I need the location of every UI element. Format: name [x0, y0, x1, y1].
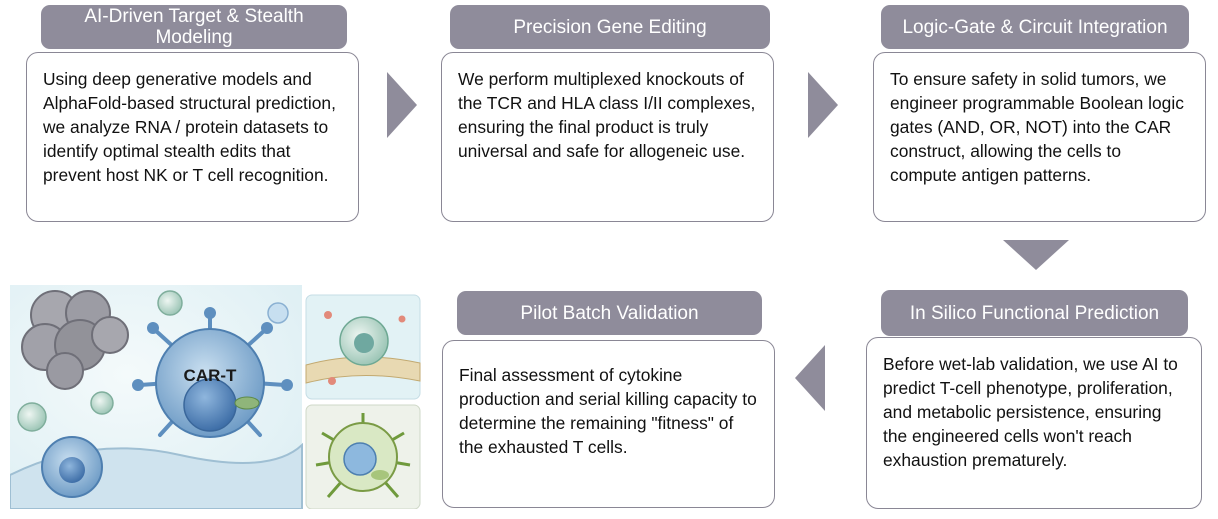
step-1-box: Using deep generative models and AlphaFo…: [26, 52, 359, 222]
arrow-right-icon: [387, 72, 417, 138]
small-cell-icon: [157, 290, 183, 316]
nucleus-icon: [183, 378, 237, 432]
step-3-title: Logic-Gate & Circuit Integration: [902, 16, 1168, 38]
small-cell-icon: [90, 391, 114, 415]
step-4-body: Before wet-lab validation, we use AI to …: [883, 354, 1178, 470]
small-cell-icon: [17, 402, 47, 432]
step-5-body: Final assessment of cytokine production …: [459, 365, 757, 457]
step-2-box: We perform multiplexed knockouts of the …: [441, 52, 774, 222]
step-3-body: To ensure safety in solid tumors, we eng…: [890, 69, 1184, 185]
virus-cell-panel: [305, 404, 421, 509]
car-t-spike-tips: [132, 307, 293, 391]
step-3-box: To ensure safety in solid tumors, we eng…: [873, 52, 1206, 222]
step-4-box: Before wet-lab validation, we use AI to …: [866, 337, 1202, 509]
step-2-header: Precision Gene Editing: [450, 5, 770, 49]
step-2-body: We perform multiplexed knockouts of the …: [458, 69, 756, 161]
small-cell-icon: [267, 302, 289, 324]
step-1-title: AI-Driven Target & Stealth Modeling: [84, 6, 304, 48]
arrow-left-icon: [795, 345, 825, 411]
arrow-right-icon: [808, 72, 838, 138]
step-5-header: Pilot Batch Validation: [457, 291, 762, 335]
arrow-down-icon: [1003, 240, 1069, 270]
step-2-title: Precision Gene Editing: [513, 16, 707, 38]
membrane-panel: [305, 294, 421, 400]
step-4-title: In Silico Functional Prediction: [909, 302, 1160, 324]
step-1-body: Using deep generative models and AlphaFo…: [43, 69, 336, 185]
step-1-header: AI-Driven Target & Stealth Modeling: [41, 5, 347, 49]
car-t-label: CAR-T: [184, 366, 237, 385]
nucleus-icon: [59, 457, 85, 483]
step-4-header: In Silico Functional Prediction: [881, 290, 1188, 336]
mitochondria-icon: [234, 396, 260, 410]
tumor-cell-icon: [21, 290, 129, 390]
step-5-title: Pilot Batch Validation: [520, 302, 699, 324]
car-t-illustration: CAR-T: [10, 285, 421, 509]
step-3-header: Logic-Gate & Circuit Integration: [881, 5, 1189, 49]
step-5-box: Final assessment of cytokine production …: [442, 340, 775, 508]
